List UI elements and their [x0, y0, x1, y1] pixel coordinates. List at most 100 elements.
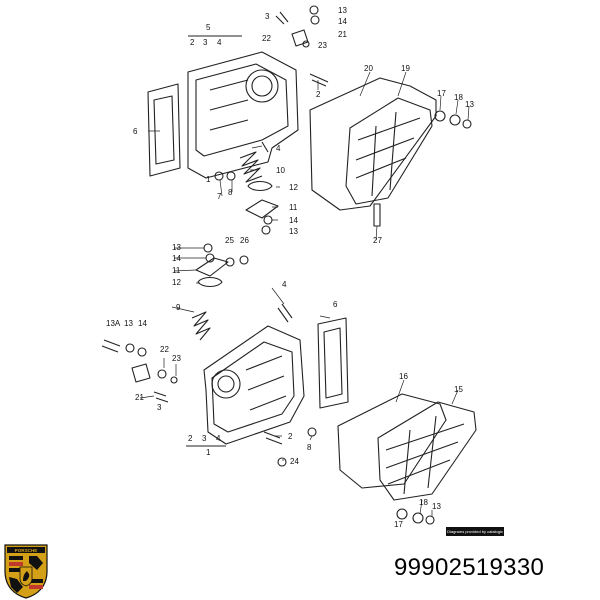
- callout: 13A: [106, 319, 121, 328]
- callout: 13: [172, 243, 181, 252]
- top-nut-7: [214, 171, 224, 181]
- callout: 11: [172, 266, 181, 275]
- bottom-cover-15: [377, 401, 477, 501]
- diagram-credit: Diagrams provided by catalogic parts: [446, 527, 504, 536]
- part-number: 99902519330: [394, 554, 545, 581]
- callout: 3: [203, 38, 208, 47]
- bottom-cover-gasket-16: [337, 393, 447, 489]
- callout: 13: [289, 227, 298, 236]
- bottom-nut-13b: [203, 243, 213, 253]
- top-bracket-11: [245, 199, 279, 219]
- callout: 27: [373, 236, 382, 245]
- top-spring-10: [239, 151, 263, 183]
- bottom-nut-24: [277, 457, 287, 467]
- bottom-nut-26: [239, 255, 249, 265]
- callout: 22: [262, 34, 271, 43]
- bottom-washer-18: [412, 512, 424, 524]
- callout: 11: [289, 203, 298, 212]
- bottom-housing-1: [203, 325, 305, 445]
- callout: 4: [216, 434, 221, 443]
- top-elbow-21: [291, 29, 309, 47]
- callout: 15: [454, 385, 463, 394]
- bottom-stud-4: [277, 303, 293, 323]
- top-bracket-27: [373, 203, 381, 227]
- callout: 23: [172, 354, 181, 363]
- svg-text:PORSCHE: PORSCHE: [15, 548, 38, 553]
- callout: 8: [307, 443, 312, 452]
- bottom-seal-17: [396, 508, 408, 520]
- callout: 18: [454, 93, 463, 102]
- callout: 13: [338, 6, 347, 15]
- bottom-housing-bore: [211, 369, 241, 399]
- porsche-crest-logo: PORSCHE: [4, 544, 48, 599]
- callout: 14: [289, 216, 298, 225]
- callout: 2: [316, 90, 321, 99]
- callout: 4: [217, 38, 222, 47]
- callout: 10: [276, 166, 285, 175]
- callout: 2: [188, 434, 193, 443]
- callout: 12: [289, 183, 298, 192]
- bottom-stud-2: [263, 431, 283, 445]
- top-gasket-6: [147, 83, 181, 177]
- callout: 4: [282, 280, 287, 289]
- callout: 22: [160, 345, 169, 354]
- callout: 4: [276, 144, 281, 153]
- bottom-elbow-21: [131, 363, 151, 383]
- callout: 3: [157, 403, 162, 412]
- callout: 2: [288, 432, 293, 441]
- top-nut-13: [462, 119, 472, 129]
- callout: 5: [206, 23, 211, 32]
- callout: 6: [133, 127, 138, 136]
- callout: 8: [228, 188, 233, 197]
- bottom-nut-13: [137, 347, 147, 357]
- top-washer-18: [449, 114, 461, 126]
- callout: 26: [240, 236, 249, 245]
- leader-lines: [139, 71, 470, 516]
- callout: 18: [419, 498, 428, 507]
- callout: 17: [394, 520, 403, 529]
- callout: 20: [364, 64, 373, 73]
- top-nut-13b: [261, 225, 271, 235]
- callout: 25: [225, 236, 234, 245]
- callout: 14: [172, 254, 181, 263]
- top-stud-2: [309, 73, 329, 87]
- top-cover-gasket-20: [309, 77, 437, 211]
- top-washer-8: [226, 171, 236, 181]
- callout: 16: [399, 372, 408, 381]
- top-stud-4: [261, 141, 269, 153]
- top-seal-12: [247, 180, 273, 192]
- bottom-stud-3: [153, 391, 169, 403]
- top-seal-17: [434, 110, 446, 122]
- callout: 13: [432, 502, 441, 511]
- top-ring-23: [302, 40, 310, 48]
- callout: 3: [265, 12, 270, 21]
- callout: 13: [124, 319, 133, 328]
- callout: 9: [176, 303, 181, 312]
- callout: 1: [206, 448, 211, 457]
- bottom-callout-labels: 13 14 25 26 11 12 4 9 6 13A 13 14 22 23 …: [106, 236, 463, 529]
- top-washer-14b: [310, 15, 320, 25]
- bottom-ring-22: [157, 369, 167, 379]
- callout: 21: [135, 393, 144, 402]
- callout: 14: [338, 17, 347, 26]
- callout: 7: [217, 192, 222, 201]
- bottom-washer-14: [125, 343, 135, 353]
- bottom-nut-13c: [425, 515, 435, 525]
- bottom-gasket-6: [317, 317, 349, 409]
- callout: 1: [206, 175, 211, 184]
- bottom-bracket-11: [195, 257, 229, 277]
- callout: 3: [202, 434, 207, 443]
- callout: 12: [172, 278, 181, 287]
- callout: 13: [465, 100, 474, 109]
- top-washer-14: [263, 215, 273, 225]
- bottom-ring-23: [170, 376, 178, 384]
- top-callout-labels: 5 2 3 4 3 13 14 22 21 23 20 19 1 2 6 17 …: [133, 6, 474, 245]
- bottom-seal-12: [197, 276, 223, 288]
- top-housing-1: [187, 51, 299, 179]
- callout: 24: [290, 457, 299, 466]
- callout: 17: [437, 89, 446, 98]
- top-stud-3: [275, 11, 289, 25]
- callout: 6: [333, 300, 338, 309]
- bottom-washer-8: [307, 427, 317, 437]
